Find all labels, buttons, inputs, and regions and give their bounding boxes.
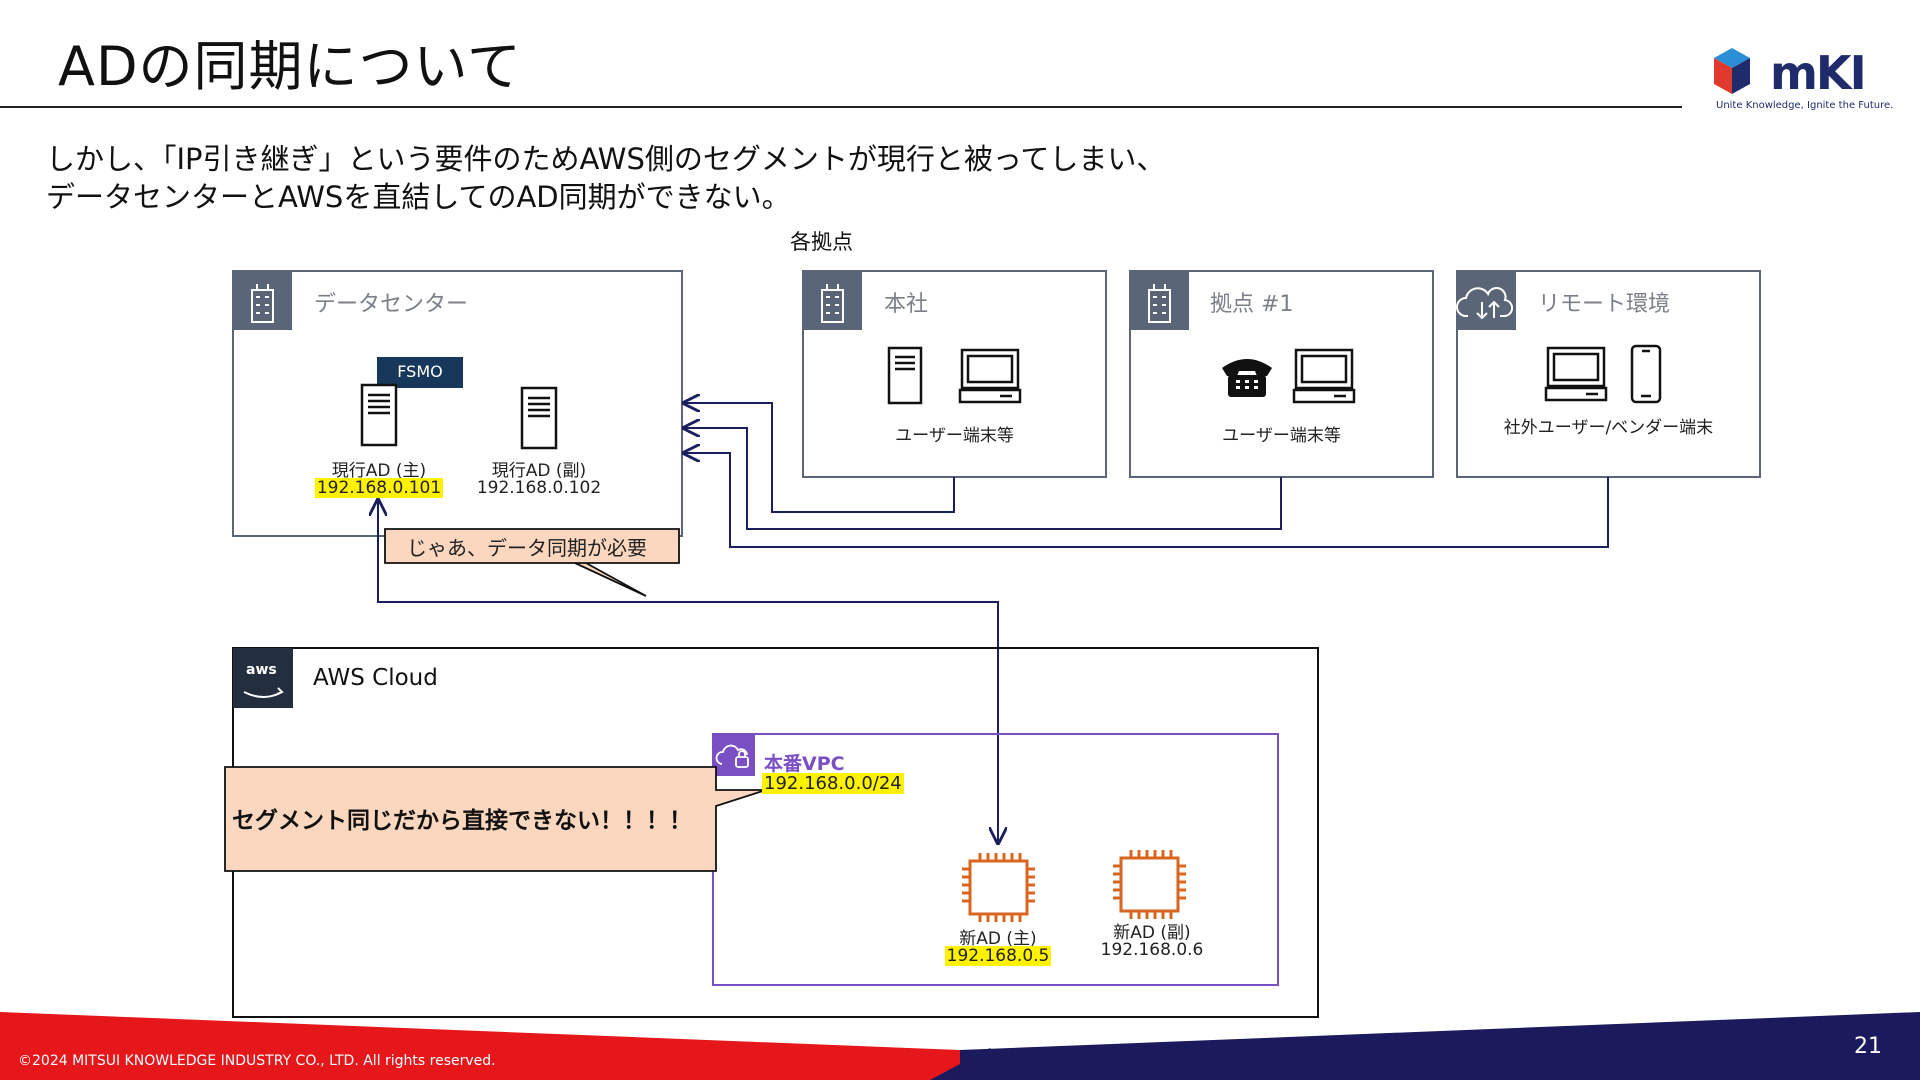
datacenter-title: データセンター <box>314 292 469 317</box>
telephone-icon <box>1222 359 1272 397</box>
body-text-line-1: しかし、「IP引き継ぎ」という要件のためAWS側のセグメントが現行と被ってしまい… <box>46 142 1166 176</box>
title-divider <box>0 106 1682 108</box>
site1-title: 拠点 #1 <box>1210 292 1294 317</box>
ad-secondary-ip: 192.168.0.102 <box>476 478 602 498</box>
building-icon <box>821 284 844 323</box>
sites-label: 各拠点 <box>790 230 853 254</box>
fsmo-badge <box>377 357 463 388</box>
new-ad-secondary-ip: 192.168.0.6 <box>1100 940 1204 960</box>
vpc-cidr: 192.168.0.0/24 <box>762 773 904 794</box>
vpc-icon-bg <box>713 734 755 776</box>
ad-primary-name: 現行AD (主) <box>331 461 427 481</box>
callout-cannot-direct-text: セグメント同じだから直接できない！！！！ <box>232 808 692 834</box>
ad-primary-ip: 192.168.0.101 <box>314 478 444 498</box>
body-text-line-2: データセンターとAWSを直結してのAD同期ができない。 <box>46 180 791 214</box>
callout-cannot-direct <box>224 766 767 872</box>
ad-secondary-name: 現行AD (副) <box>491 461 587 481</box>
new-ad-secondary-name: 新AD (副) <box>1113 923 1191 943</box>
aws-logo-bg <box>233 648 293 708</box>
aws-smile <box>243 687 284 698</box>
building-icon <box>251 284 274 323</box>
callout-sync-needed <box>384 528 680 597</box>
remote-caption: 社外ユーザー/ベンダー端末 <box>1503 418 1714 438</box>
cloud-download-icon <box>1456 287 1514 320</box>
vpc-title: 本番VPC <box>764 753 845 775</box>
laptop-icon <box>1292 348 1356 404</box>
site1-caption: ユーザー端末等 <box>1222 426 1341 446</box>
vpc-cloud-lock-icon <box>715 744 749 768</box>
tower-pc-icon <box>887 346 923 405</box>
footer-red-band <box>0 1012 960 1080</box>
logo-tagline: Unite Knowledge, Ignite the Future. <box>1716 100 1894 111</box>
aws-cloud-title: AWS Cloud <box>313 665 438 691</box>
page-number: 21 <box>1854 1034 1882 1059</box>
callout-sync-needed-text: じゃあ、データ同期が必要 <box>407 536 647 560</box>
ec2-chip-icon-secondary <box>1113 850 1186 919</box>
hq-caption: ユーザー端末等 <box>895 426 1014 446</box>
server-icon-primary <box>360 383 398 447</box>
hq-title: 本社 <box>884 292 929 317</box>
mki-logo <box>1714 48 1750 94</box>
footer-navy-band <box>960 1012 1920 1080</box>
page-title: ADの同期について <box>58 35 522 98</box>
laptop-icon <box>1544 346 1608 402</box>
new-ad-primary-name: 新AD (主) <box>959 929 1037 949</box>
building-icon <box>1148 284 1171 323</box>
new-ad-primary-ip: 192.168.0.5 <box>944 946 1052 966</box>
smartphone-icon <box>1630 344 1662 404</box>
building-icon-bg <box>233 271 292 330</box>
server-icon-secondary <box>520 386 558 450</box>
remote-title: リモート環境 <box>1538 292 1671 317</box>
fsmo-label: FSMO <box>397 362 443 381</box>
laptop-icon <box>958 348 1022 404</box>
logo-wordmark: mKI <box>1770 46 1867 100</box>
footer-copyright: ©2024 MITSUI KNOWLEDGE INDUSTRY CO., LTD… <box>18 1053 496 1069</box>
site-connections <box>378 403 1609 843</box>
ec2-chip-icon-primary <box>962 853 1035 922</box>
